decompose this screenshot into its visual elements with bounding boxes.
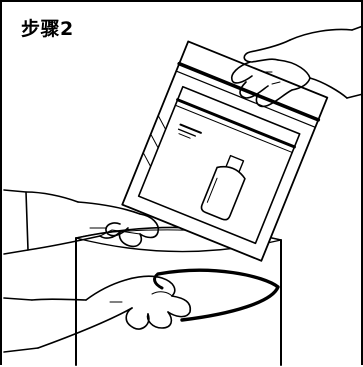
hand-left-lower (3, 275, 192, 353)
hand-upper-right (230, 25, 363, 108)
hand-left-upper (3, 189, 160, 255)
bag-corner (99, 229, 141, 237)
bottle (177, 123, 246, 221)
outer-bag (121, 40, 329, 262)
step-label: 步骤2 (21, 18, 74, 40)
